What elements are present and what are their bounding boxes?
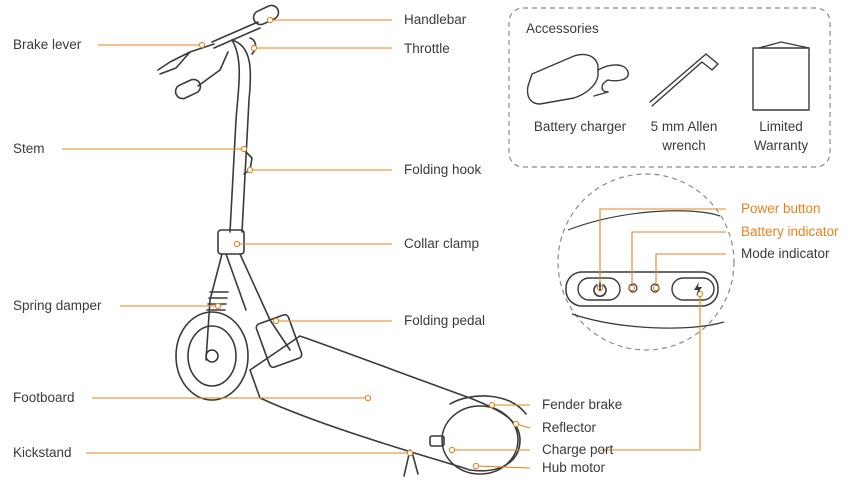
label-kickstand: Kickstand [13,445,72,460]
mode-button-shape [671,277,715,301]
brake-lever [157,43,215,75]
label-folding-pedal: Folding pedal [404,313,486,328]
lightning-icon [694,282,702,296]
accessory-caption-line1: Battery charger [533,119,627,134]
label-hub-motor: Hub motor [542,460,606,475]
stem [229,39,253,233]
label-brake-lever: Brake lever [13,37,82,52]
collar-clamp [217,229,245,255]
label-stem: Stem [13,141,45,156]
accessory-caption-line2: wrench [662,138,706,153]
accessory-caption: Battery charger [526,117,634,136]
accessory-caption-line1: 5 mm Allen [650,119,718,134]
warranty-booklet-icon [752,41,810,111]
charger-icon [526,53,629,105]
power-icon [593,282,607,297]
accessory-caption-line1: Limited [759,119,803,134]
label-mode-indicator: Mode indicator [741,246,830,261]
footboard-shape [249,335,521,472]
label-handlebar: Handlebar [404,12,467,27]
label-throttle: Throttle [404,41,450,56]
label-battery-indicator: Battery indicator [741,224,839,239]
label-fender-brake: Fender brake [542,397,623,412]
throttle [249,37,257,55]
accessories-title: Accessories [526,21,599,36]
accessory-caption: Limited Warranty [736,117,826,155]
charge-port-shape [429,435,445,447]
label-spring-damper: Spring damper [13,298,102,313]
control-panel-detail [557,173,735,451]
folding-pedal-shape [255,313,303,369]
rear-wheel [441,395,527,475]
front-wheel [175,311,249,401]
accessory-caption: 5 mm Allen wrench [636,117,732,155]
label-charge-port: Charge port [542,442,614,457]
accessories-box [508,7,831,168]
label-collar-clamp: Collar clamp [404,236,480,251]
label-power-button: Power button [741,201,821,216]
leader-lines [62,16,531,470]
accessory-caption-line2: Warranty [753,138,809,153]
label-footboard: Footboard [13,390,75,405]
label-reflector: Reflector [542,420,597,435]
allen-wrench-icon [649,53,719,107]
label-folding-hook: Folding hook [404,162,482,177]
